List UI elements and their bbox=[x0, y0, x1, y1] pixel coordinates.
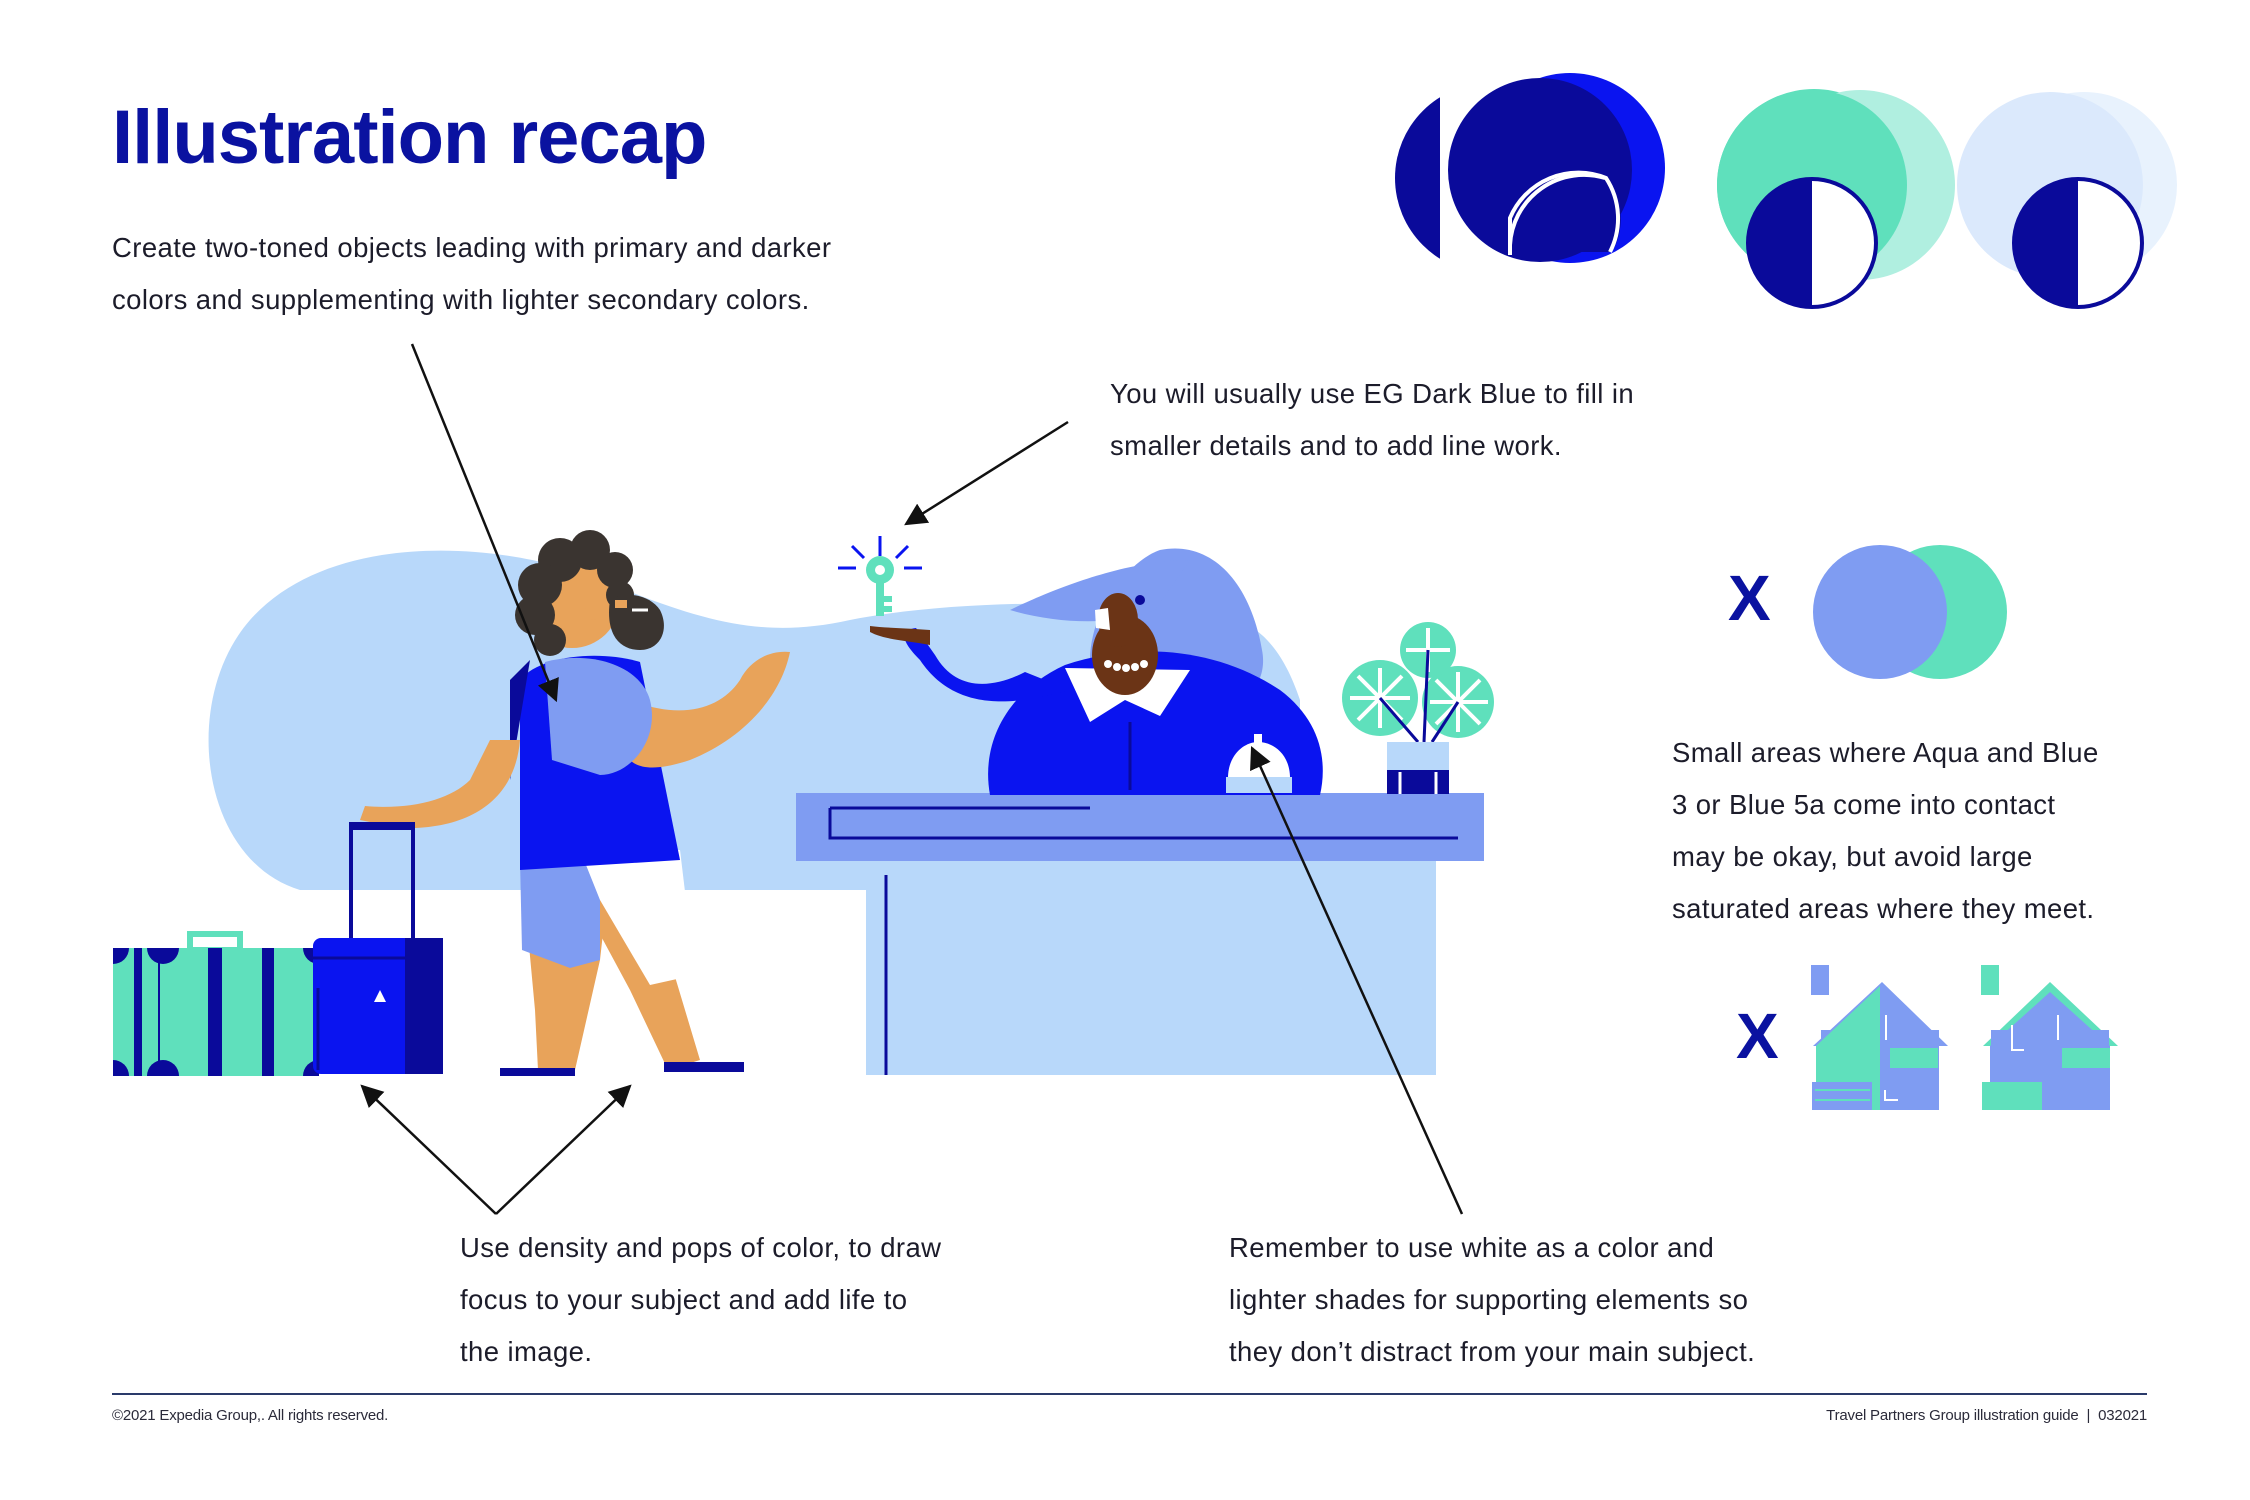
caption-line: Use density and pops of color, to draw bbox=[460, 1232, 942, 1263]
caption-dark-blue: You will usually use EG Dark Blue to fil… bbox=[1110, 368, 1634, 472]
caption-line: Remember to use white as a color and bbox=[1229, 1232, 1715, 1263]
footer-divider bbox=[112, 1393, 2147, 1395]
caption-line: lighter shades for supporting elements s… bbox=[1229, 1284, 1749, 1315]
caption-line: Create two-toned objects leading with pr… bbox=[112, 232, 832, 263]
dont-overlap-circles bbox=[1813, 545, 2007, 679]
reception-desk bbox=[796, 793, 1484, 1075]
house-icon bbox=[1981, 965, 2118, 1110]
footer-guide-label: Travel Partners Group illustration guide… bbox=[1826, 1407, 2147, 1424]
caption-line: You will usually use EG Dark Blue to fil… bbox=[1110, 378, 1635, 409]
caption-line: the image. bbox=[460, 1336, 593, 1367]
caption-line: they don’t distract from your main subje… bbox=[1229, 1336, 1756, 1367]
rolling-luggage-icon bbox=[313, 822, 443, 1074]
potted-plant-icon bbox=[1342, 622, 1494, 794]
caption-line: 3 or Blue 5a come into contact bbox=[1672, 789, 2056, 820]
pearl-necklace bbox=[1104, 660, 1148, 672]
caption-white: Remember to use white as a color and lig… bbox=[1229, 1222, 1755, 1378]
swatch-aqua-clean bbox=[1705, 80, 1955, 315]
annotation-arrows bbox=[360, 343, 1464, 1215]
caption-line: may be okay, but avoid large bbox=[1672, 841, 2033, 872]
house-icon bbox=[1811, 965, 1948, 1110]
suitcase-icon bbox=[113, 931, 319, 1076]
caption-line: saturated areas where they meet. bbox=[1672, 893, 2095, 924]
caption-line: colors and supplementing with lighter se… bbox=[112, 284, 810, 315]
page-title: Illustration recap bbox=[112, 95, 707, 180]
receptionist bbox=[870, 548, 1323, 795]
caption-line: focus to your subject and add life to bbox=[460, 1284, 908, 1315]
footer-copyright: ©2021 Expedia Group,. All rights reserve… bbox=[112, 1407, 389, 1424]
caption-two-toned: Create two-toned objects leading with pr… bbox=[112, 222, 831, 326]
swatch-dark-blue-clean bbox=[1440, 73, 1666, 280]
dont-houses-mark: X bbox=[1736, 1000, 1779, 1072]
dont-circles-mark: X bbox=[1728, 562, 1771, 634]
guest bbox=[360, 530, 790, 1076]
caption-density: Use density and pops of color, to draw f… bbox=[460, 1222, 941, 1378]
caption-aqua-blue: Small areas where Aqua and Blue 3 or Blu… bbox=[1672, 727, 2099, 935]
caption-line: smaller details and to add line work. bbox=[1110, 430, 1562, 461]
swatch-light bbox=[1957, 92, 2177, 309]
key-icon bbox=[838, 536, 922, 616]
caption-line: Small areas where Aqua and Blue bbox=[1672, 737, 2099, 768]
